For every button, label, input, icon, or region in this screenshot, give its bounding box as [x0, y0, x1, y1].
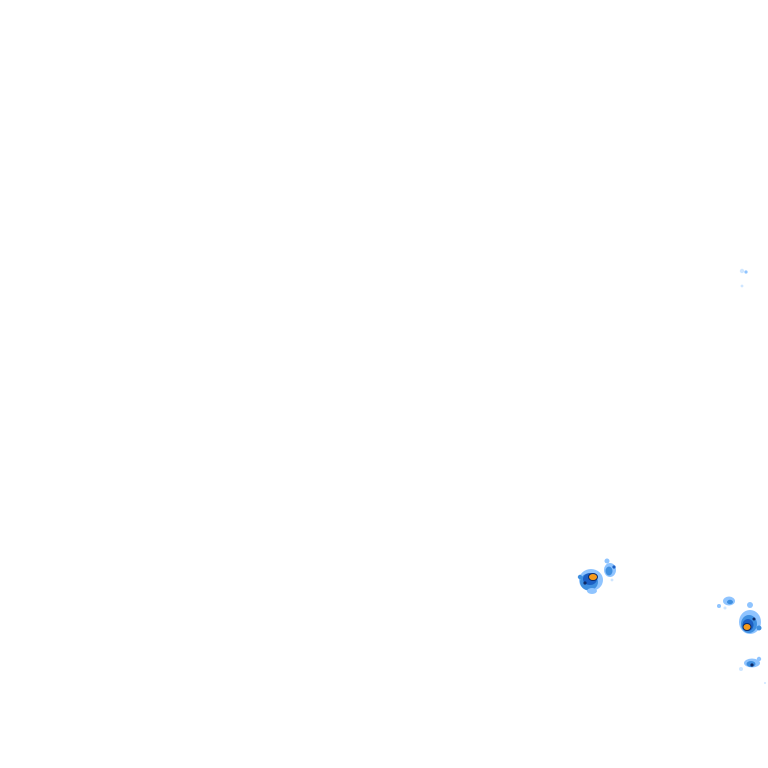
cell-east-small	[717, 596, 735, 610]
cell-east-main	[739, 602, 762, 634]
cell-north-east-speck	[739, 268, 748, 288]
cell-south-west-main	[577, 569, 603, 594]
cell-south-west-satellite	[604, 558, 616, 582]
cell-south-east-trail	[739, 656, 766, 684]
